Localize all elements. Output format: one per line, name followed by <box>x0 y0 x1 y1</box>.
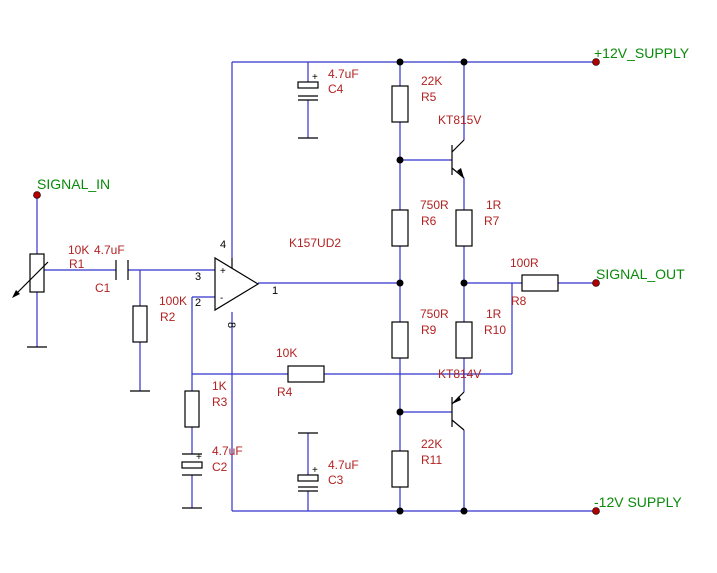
svg-text:+: + <box>312 72 318 83</box>
label-c3-value: 4.7uF <box>328 458 359 472</box>
label-r8-ref: R8 <box>511 294 527 308</box>
label-r4-ref: R4 <box>277 385 293 399</box>
label-r9-value: 750R <box>420 307 449 321</box>
resistor-r11 <box>391 450 409 488</box>
label-r11-value: 22K <box>421 437 442 451</box>
op-amp-u1: + - <box>214 256 260 312</box>
label-r10-ref: R10 <box>484 323 506 337</box>
resistor-r3 <box>184 390 200 428</box>
label-r1-ref: R1 <box>69 257 85 271</box>
capacitor-c4: + <box>297 72 319 101</box>
transistor-q1 <box>451 139 465 179</box>
resistor-r6 <box>391 209 409 247</box>
svg-text:-: - <box>220 293 223 304</box>
wires <box>36 61 596 512</box>
label-r2-ref: R2 <box>160 310 176 324</box>
pin-u1-in-neg: 2 <box>195 297 201 309</box>
net-label-supply-neg: -12V SUPPLY <box>594 494 682 510</box>
resistor-r4 <box>287 365 325 383</box>
label-q1-part: KT815V <box>438 113 481 127</box>
svg-text:+: + <box>312 465 318 476</box>
label-c1-value: 4.7uF <box>94 243 125 257</box>
junctions <box>396 58 468 515</box>
label-r3-ref: R3 <box>212 395 228 409</box>
capacitor-c3: + <box>297 465 319 492</box>
svg-text:+: + <box>220 266 226 277</box>
label-r9-ref: R9 <box>421 323 437 337</box>
label-r5-ref: R5 <box>421 90 437 104</box>
pin-u1-out: 1 <box>272 285 278 297</box>
transistor-q2 <box>451 391 465 431</box>
label-r11-ref: R11 <box>421 453 442 467</box>
resistor-r2 <box>132 305 148 343</box>
pin-u1-in-pos: 3 <box>195 271 201 283</box>
pin-u1-vneg: 8 <box>225 322 237 328</box>
label-r2-value: 100K <box>159 294 187 308</box>
capacitor-c2: + <box>181 452 203 476</box>
supply-neg-terminal <box>592 507 600 515</box>
label-r6-ref: R6 <box>421 214 437 228</box>
label-r6-value: 750R <box>420 198 449 212</box>
label-c4-value: 4.7uF <box>328 67 359 81</box>
pin-u1-vpos: 4 <box>220 239 226 251</box>
resistor-r9 <box>391 321 409 359</box>
svg-text:+: + <box>196 452 202 463</box>
label-r1-value: 10K <box>68 243 89 257</box>
label-r7-value: 1R <box>486 198 502 212</box>
label-c3-ref: C3 <box>328 473 344 487</box>
label-u1-part: K157UD2 <box>289 236 341 250</box>
label-r8-value: 100R <box>510 256 539 270</box>
label-c4-ref: C4 <box>328 82 344 96</box>
resistor-r7 <box>455 209 473 247</box>
signal-out-terminal <box>592 279 600 287</box>
label-q2-part: KT814V <box>438 367 481 381</box>
label-r7-ref: R7 <box>484 214 500 228</box>
label-r5-value: 22K <box>421 74 442 88</box>
resistor-r5 <box>391 85 409 123</box>
potentiometer-r1 <box>12 253 49 298</box>
label-r10-value: 1R <box>486 307 502 321</box>
label-r4-value: 10K <box>276 346 297 360</box>
resistor-r8 <box>521 274 559 292</box>
resistor-r10 <box>455 321 473 359</box>
net-label-signal-in: SIGNAL_IN <box>37 176 110 192</box>
capacitor-c1 <box>115 260 129 280</box>
label-c2-value: 4.7uF <box>212 444 243 458</box>
label-r3-value: 1K <box>212 379 227 393</box>
ground-stubs <box>27 137 318 509</box>
supply-pos-terminal <box>592 58 600 66</box>
net-label-signal-out: SIGNAL_OUT <box>596 266 685 282</box>
label-c2-ref: C2 <box>212 460 228 474</box>
net-label-supply-pos: +12V_SUPPLY <box>594 45 690 61</box>
signal-in-terminal <box>33 191 41 199</box>
label-c1-ref: C1 <box>95 281 111 295</box>
